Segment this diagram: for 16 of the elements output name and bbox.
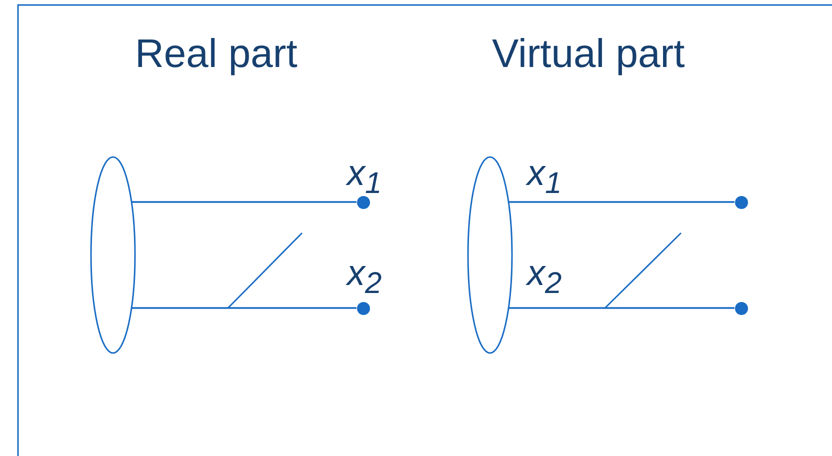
variable-label: x$_{2}$ xyxy=(347,252,382,302)
line xyxy=(508,307,734,309)
panel-title: Virtual part xyxy=(492,32,685,77)
line xyxy=(132,307,356,309)
endpoint-dot xyxy=(356,300,370,316)
panel-title: Real part xyxy=(135,32,298,77)
loop-ellipse xyxy=(467,156,513,354)
loop-ellipse xyxy=(90,156,136,354)
variable-label: x$_{1}$ xyxy=(527,152,562,202)
variable-label: x$_{2}$ xyxy=(527,252,562,302)
variable-label: x$_{1}$ xyxy=(347,152,382,202)
line xyxy=(508,201,734,203)
endpoint-dot xyxy=(356,194,370,210)
endpoint-dot xyxy=(734,194,748,210)
endpoint-dot xyxy=(734,300,748,316)
line xyxy=(132,201,356,203)
